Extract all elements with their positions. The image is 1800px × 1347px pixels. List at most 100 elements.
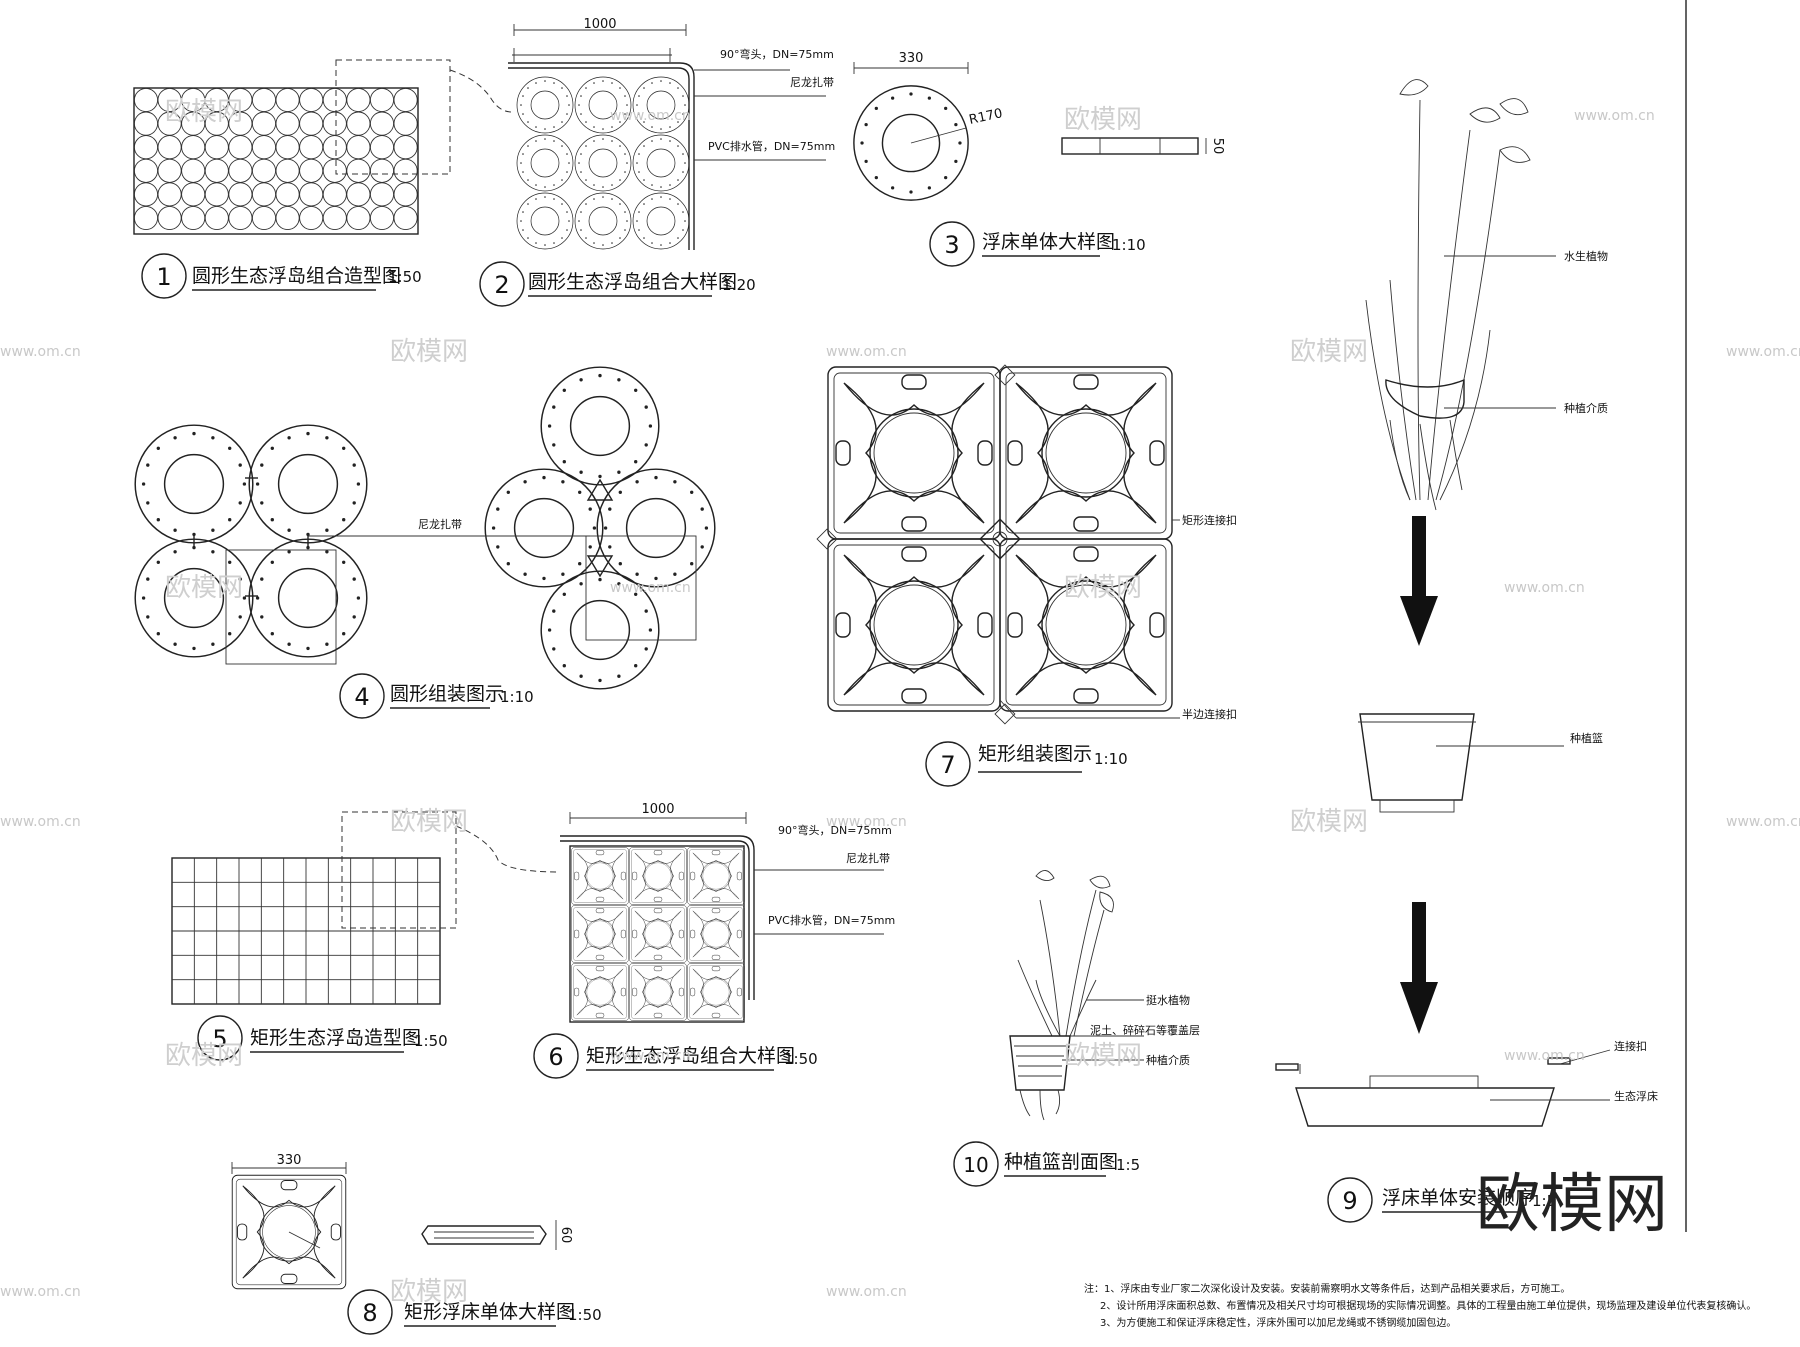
float-unit-circle: [275, 135, 300, 160]
float-unit-circle: [181, 158, 206, 183]
float-unit-circle: [275, 182, 300, 207]
float-unit-circle: [133, 205, 159, 231]
drawing-4-circle-assembly: 尼龙扎带: [134, 366, 716, 690]
svg-text:矩形生态浮岛造型图: 矩形生态浮岛造型图: [250, 1027, 421, 1049]
svg-text:1:50: 1:50: [568, 1306, 602, 1324]
float-unit-circle: [322, 135, 347, 160]
svg-text:www.om.cn: www.om.cn: [826, 1284, 907, 1300]
svg-text:圆形生态浮岛组合大样图: 圆形生态浮岛组合大样图: [528, 271, 737, 293]
drawing-8-rect-single: 330 60: [231, 1153, 573, 1290]
float-unit-circle: [346, 135, 371, 160]
drawing-9-install-sequence: 水生植物 种植介质 种植篮 连接扣 生态浮床: [1275, 0, 1687, 1232]
svg-text:9: 9: [1342, 1187, 1357, 1215]
float-unit-circle: [299, 158, 324, 183]
note-1: 注：1、浮床由专业厂家二次深化设计及安装。安装前需察明水文等条件后，达到产品相关…: [1084, 1282, 1570, 1295]
svg-text:www.om.cn: www.om.cn: [1504, 1048, 1585, 1064]
svg-text:欧模网: 欧模网: [1064, 105, 1142, 135]
drawing-5-rect-layout: [171, 811, 561, 1005]
svg-text:浮床单体安装顺序: 浮床单体安装顺序: [1382, 1187, 1534, 1209]
float-unit-circle: [251, 158, 277, 183]
svg-text:www.om.cn: www.om.cn: [610, 580, 691, 596]
svg-text:www.om.cn: www.om.cn: [1726, 344, 1800, 360]
label-basket: 种植篮: [1570, 731, 1603, 745]
float-unit-circle: [251, 135, 277, 160]
float-unit-circle: [299, 182, 324, 207]
svg-text:1:50: 1:50: [414, 1032, 448, 1050]
title-block-6: 6 矩形生态浮岛组合大样图 1:50: [533, 1033, 818, 1079]
svg-text:1:10: 1:10: [1112, 236, 1146, 254]
label-elbow-a: 90°弯头，DN=75mm: [720, 47, 834, 61]
svg-text:欧模网: 欧模网: [390, 1277, 468, 1307]
float-unit-circle: [157, 182, 182, 207]
label-elbow-b: 90°弯头，DN=75mm: [778, 823, 892, 837]
label-soil: 泥土、碎碎石等覆盖层: [1090, 1023, 1200, 1037]
float-unit-circle: [369, 111, 395, 136]
title-block-1: 1 圆形生态浮岛组合造型图 1:50: [141, 253, 422, 299]
svg-text:欧模网: 欧模网: [1064, 573, 1142, 603]
svg-text:矩形浮床单体大样图: 矩形浮床单体大样图: [404, 1301, 575, 1323]
float-unit-circle: [299, 87, 324, 113]
float-unit-circle: [181, 205, 206, 231]
svg-text:3: 3: [944, 231, 959, 259]
svg-text:1:5: 1:5: [1116, 1156, 1140, 1174]
svg-text:圆形组装图示: 圆形组装图示: [390, 683, 504, 705]
float-unit-circle: [322, 205, 347, 231]
float-unit-circle: [275, 205, 300, 231]
svg-text:1:20: 1:20: [722, 276, 756, 294]
title-block-7: 7 矩形组装图示 1:10: [925, 741, 1128, 787]
float-unit-circle: [157, 135, 182, 160]
float-unit-circle: [393, 87, 418, 113]
float-unit-circle: [204, 182, 229, 207]
float-unit-circle: [322, 111, 347, 136]
drawing-3-single-bed: 330 R170 50: [853, 51, 1225, 201]
dim-1000-b: 1000: [641, 802, 674, 817]
svg-text:4: 4: [354, 683, 369, 711]
dim-330-a: 330: [899, 51, 924, 66]
label-aquatic-plant: 水生植物: [1564, 249, 1608, 263]
float-unit-circle: [181, 182, 206, 207]
float-unit-circle: [393, 205, 418, 231]
svg-text:1:10: 1:10: [500, 688, 534, 706]
float-unit-circle: [369, 135, 395, 160]
float-unit-circle: [157, 205, 182, 231]
float-unit-circle: [369, 205, 395, 231]
label-tie-b: 尼龙扎带: [846, 851, 890, 865]
svg-text:2: 2: [494, 271, 509, 299]
title-block-5: 5 矩形生态浮岛造型图 1:50: [197, 1015, 448, 1061]
float-unit-circle: [251, 205, 277, 231]
float-unit-circle: [251, 111, 277, 136]
title-block-3: 3 浮床单体大样图 1:10: [929, 221, 1146, 267]
float-unit-circle: [204, 135, 229, 160]
float-unit-circle: [275, 111, 300, 136]
float-unit-circle: [133, 135, 159, 160]
float-unit-circle: [393, 182, 418, 207]
drawing-10-basket-section: 挺水植物 泥土、碎碎石等覆盖层 种植介质: [1009, 870, 1200, 1121]
dim-50: 50: [1210, 138, 1225, 155]
float-unit-circle: [346, 158, 371, 183]
svg-text:1: 1: [156, 263, 171, 291]
svg-text:www.om.cn: www.om.cn: [826, 814, 907, 830]
float-unit-circle: [251, 87, 277, 113]
svg-text:种植篮剖面图: 种植篮剖面图: [1004, 1151, 1118, 1173]
svg-text:6: 6: [548, 1043, 563, 1071]
label-medium-a: 种植介质: [1564, 401, 1608, 415]
float-unit-circle: [299, 111, 324, 136]
float-unit-circle: [346, 205, 371, 231]
label-half-link: 半边连接扣: [1182, 707, 1237, 721]
svg-text:欧模网: 欧模网: [390, 807, 468, 837]
float-unit-circle: [133, 111, 159, 136]
note-2: 2、设计所用浮床面积总数、布置情况及相关尺寸均可根据现场的实际情况调整。具体的工…: [1100, 1299, 1756, 1312]
svg-text:矩形生态浮岛组合大样图: 矩形生态浮岛组合大样图: [586, 1045, 795, 1067]
svg-text:8: 8: [362, 1299, 377, 1327]
float-unit-circle: [228, 158, 253, 183]
float-unit-circle: [228, 205, 253, 231]
svg-text:欧模网: 欧模网: [1290, 807, 1368, 837]
float-unit-circle: [275, 87, 300, 113]
label-pvc-b: PVC排水管，DN=75mm: [768, 913, 895, 927]
float-unit-circle: [275, 158, 300, 183]
svg-text:www.om.cn: www.om.cn: [0, 344, 81, 360]
title-block-10: 10 种植篮剖面图 1:5: [953, 1141, 1140, 1187]
label-tie-c: 尼龙扎带: [418, 517, 462, 531]
float-unit-circle: [346, 111, 371, 136]
float-unit-circle: [393, 135, 418, 160]
